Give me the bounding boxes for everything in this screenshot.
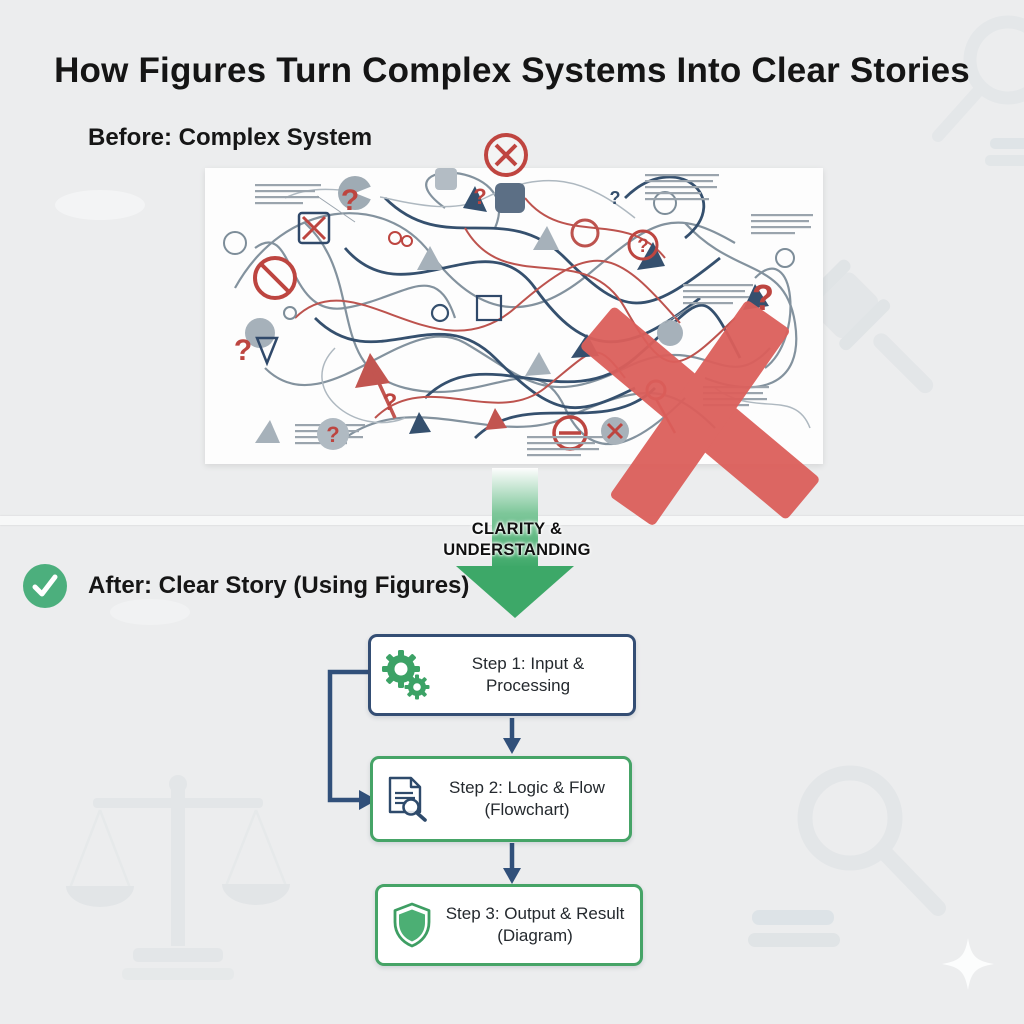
svg-text:?: ? bbox=[326, 422, 339, 447]
clarity-arrow bbox=[456, 468, 574, 618]
scales-icon bbox=[66, 775, 290, 980]
step-3-label: Step 3: Output & Result (Diagram) bbox=[438, 903, 632, 947]
decorative-bar bbox=[752, 910, 834, 925]
big-red-x bbox=[581, 301, 819, 525]
magnifier-icon-bottom-right bbox=[797, 765, 946, 916]
svg-text:?: ? bbox=[234, 334, 252, 367]
step-1-box: Step 1: Input & Processing bbox=[368, 634, 636, 716]
step-2-box: Step 2: Logic & Flow (Flowchart) bbox=[370, 756, 632, 842]
decorative-blob bbox=[55, 190, 145, 220]
crossed-circle-icon bbox=[484, 133, 528, 177]
step-3-line2: (Diagram) bbox=[497, 926, 573, 945]
magnifier-icon-top-right bbox=[932, 15, 1024, 142]
after-section-label: After: Clear Story (Using Figures) bbox=[88, 572, 470, 599]
check-icon bbox=[23, 564, 67, 608]
question-marks: ? ? ? ? ? ? ? bbox=[234, 184, 659, 450]
step-1-line1: Step 1: Input & bbox=[471, 653, 585, 673]
decorative-bar bbox=[985, 155, 1024, 166]
shield-icon bbox=[386, 901, 438, 949]
before-section-label: Before: Complex System bbox=[88, 124, 373, 151]
step-2-label: Step 2: Logic & Flow (Flowchart) bbox=[433, 777, 621, 821]
sparkle-icon bbox=[942, 938, 994, 990]
decorative-bar bbox=[748, 933, 840, 947]
svg-text:?: ? bbox=[637, 236, 649, 257]
complex-system-illustration: ? ? ? ? ? ? ? ? bbox=[223, 133, 819, 525]
step-1-label: Step 1: Input & Processing bbox=[431, 653, 625, 697]
svg-text:?: ? bbox=[383, 389, 398, 416]
step-2-line2: (Flowchart) bbox=[484, 800, 570, 819]
decorative-bar bbox=[990, 138, 1024, 149]
arrowhead-down bbox=[503, 868, 521, 884]
clarity-label-line1: CLARITY & bbox=[471, 520, 563, 538]
step-3-line1: Step 3: Output & Result bbox=[445, 903, 625, 923]
arrowhead-right bbox=[359, 790, 377, 810]
svg-text:?: ? bbox=[473, 184, 486, 209]
svg-text:?: ? bbox=[341, 184, 359, 217]
page-title: How Figures Turn Complex Systems Into Cl… bbox=[54, 51, 970, 91]
clarity-label-line2: UNDERSTANDING bbox=[443, 541, 591, 559]
gavel-icon bbox=[799, 259, 934, 394]
decorative-blob bbox=[110, 599, 190, 625]
arrowhead-down bbox=[503, 738, 521, 754]
gears-icon bbox=[379, 650, 431, 700]
step-2-line1: Step 2: Logic & Flow bbox=[449, 777, 605, 797]
svg-text:?: ? bbox=[610, 188, 621, 208]
step-1-line2: Processing bbox=[485, 676, 571, 695]
flowchart-connectors bbox=[327, 669, 521, 884]
step-3-box: Step 3: Output & Result (Diagram) bbox=[375, 884, 643, 966]
document-magnifier-icon bbox=[381, 775, 433, 823]
